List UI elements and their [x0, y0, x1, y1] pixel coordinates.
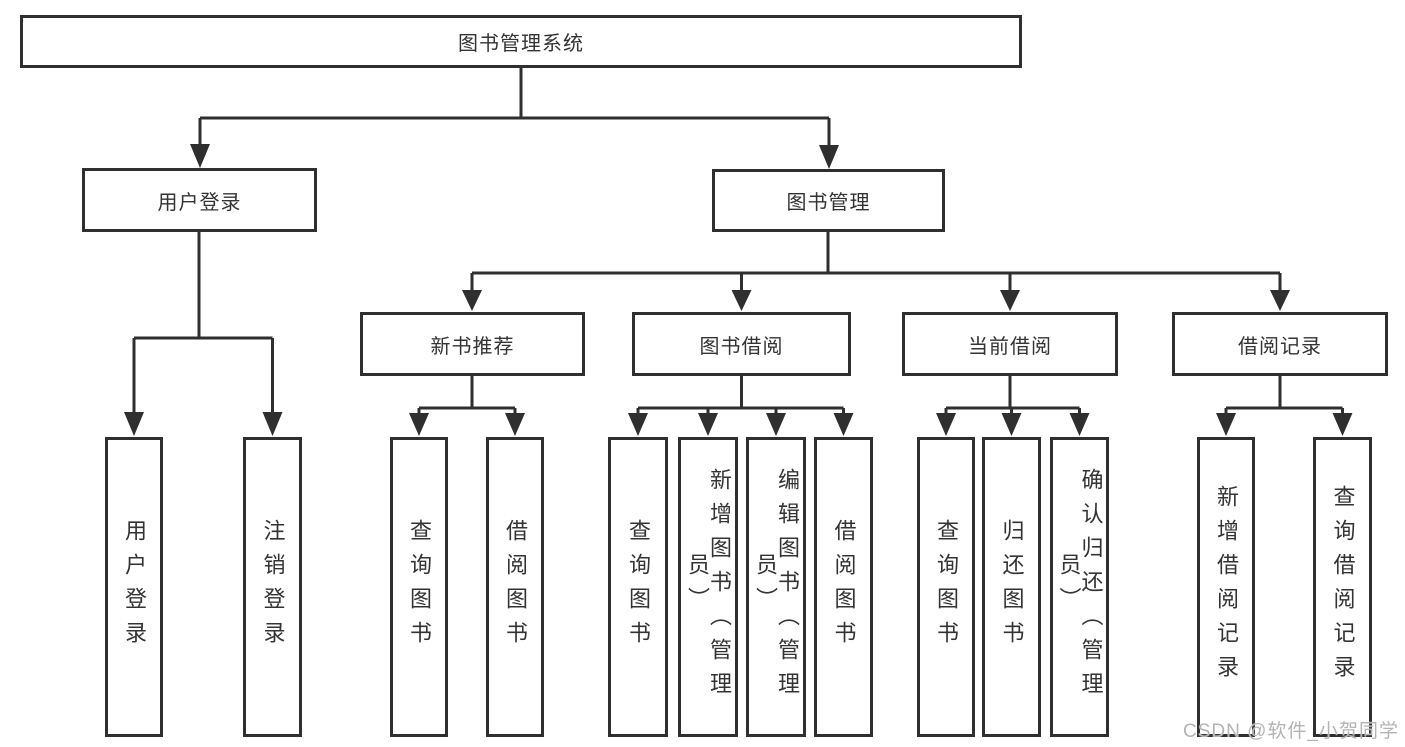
connector-root-to-level2 — [190, 68, 839, 169]
leaf-return-books: 归还图书 — [982, 437, 1041, 737]
node-borrow-records: 借阅记录 — [1172, 312, 1388, 376]
leaf-borrow-books-2: 借阅图书 — [814, 437, 873, 737]
connector-currentborrow-to-leaves — [936, 376, 1090, 436]
arrow-down-icon — [1216, 413, 1236, 436]
arrow-down-icon — [698, 413, 718, 436]
arrow-down-icon — [1332, 413, 1353, 436]
arrow-down-icon — [819, 145, 839, 169]
leaf-logout: 注销登录 — [243, 437, 302, 737]
leaf-add-books-admin: 新增图书（管理员） — [678, 437, 738, 737]
connector-newbookrec-to-leaves — [409, 376, 525, 436]
node-book-borrow: 图书借阅 — [632, 312, 851, 376]
arrow-down-icon — [1069, 413, 1090, 436]
node-book-management: 图书管理 — [712, 169, 945, 232]
leaf-user-login: 用户登录 — [105, 437, 163, 737]
leaf-edit-books-admin: 编辑图书（管理员） — [746, 437, 806, 737]
connector-bookborrow-to-leaves — [628, 376, 854, 436]
leaf-borrow-books-1: 借阅图书 — [486, 437, 544, 737]
arrow-down-icon — [731, 290, 752, 311]
arrow-down-icon — [505, 413, 525, 436]
arrow-down-icon — [262, 412, 283, 436]
arrow-down-icon — [936, 413, 956, 436]
arrow-down-icon — [1000, 290, 1020, 311]
leaf-query-borrow-record: 查询借阅记录 — [1313, 437, 1372, 737]
connector-borrowrecords-to-leaves — [1216, 376, 1353, 436]
arrow-down-icon — [409, 413, 429, 436]
leaf-confirm-return-admin: 确认归还（管理员） — [1050, 437, 1109, 737]
arrow-down-icon — [766, 413, 786, 436]
node-root: 图书管理系统 — [20, 15, 1022, 68]
arrow-down-icon — [1001, 413, 1022, 436]
watermark: CSDN @软件_小贺同学 — [1183, 721, 1399, 742]
arrow-down-icon — [124, 412, 144, 436]
node-current-borrow: 当前借阅 — [902, 312, 1118, 376]
leaf-add-borrow-record: 新增借阅记录 — [1197, 437, 1255, 737]
arrow-down-icon — [628, 413, 648, 436]
arrow-down-icon — [462, 290, 482, 311]
arrow-down-icon — [833, 413, 854, 436]
connector-bookmgmt-to-level3 — [462, 232, 1290, 311]
node-new-book-recommend: 新书推荐 — [360, 312, 585, 376]
arrow-down-icon — [1270, 290, 1290, 311]
leaf-query-books-1: 查询图书 — [390, 437, 448, 737]
arrow-down-icon — [190, 144, 210, 168]
node-user-login: 用户登录 — [82, 168, 317, 232]
leaf-query-books-2: 查询图书 — [608, 437, 668, 737]
leaf-query-books-3: 查询图书 — [917, 437, 975, 737]
connector-userlogin-to-leaves — [124, 232, 283, 436]
